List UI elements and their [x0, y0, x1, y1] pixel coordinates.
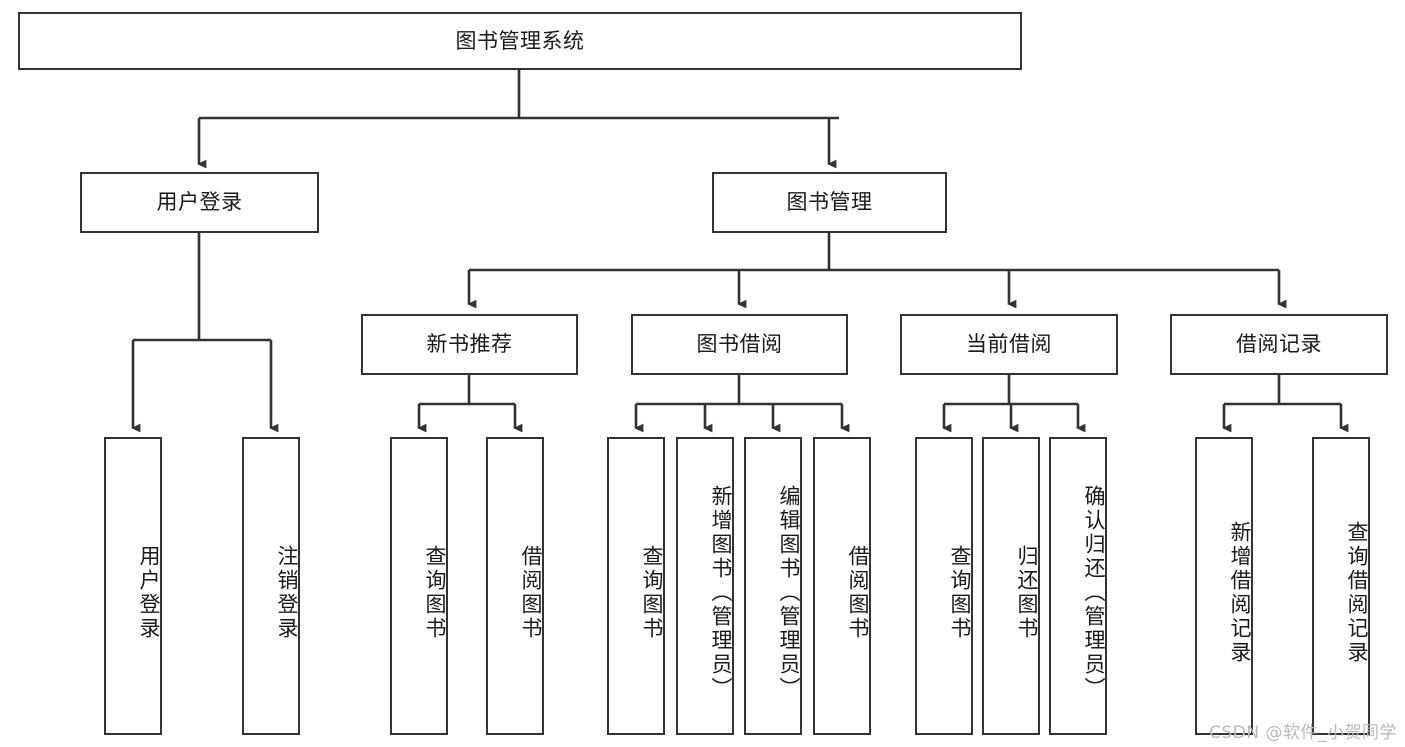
node-current-borrow-label: 当前借阅: [966, 332, 1052, 357]
node-user-login[interactable]: 用户登录: [80, 172, 319, 233]
node-new-book-rec-label: 新书推荐: [426, 332, 513, 357]
node-leaf-query-book-3[interactable]: 查询图书: [915, 437, 973, 735]
node-leaf-add-book-admin[interactable]: 新增图书（管理员）: [676, 437, 734, 735]
node-leaf-borrow-book-2-label: 借阅图书: [846, 545, 870, 641]
node-leaf-query-record-label: 查询借阅记录: [1345, 521, 1369, 665]
node-book-borrow[interactable]: 图书借阅: [631, 314, 848, 375]
node-leaf-borrow-book-2[interactable]: 借阅图书: [813, 437, 871, 735]
node-borrow-record-label: 借阅记录: [1236, 332, 1322, 357]
node-leaf-add-record-label: 新增借阅记录: [1228, 521, 1252, 665]
node-user-login-label: 用户登录: [156, 190, 243, 215]
node-leaf-confirm-return-admin-label: 确认归还（管理员）: [1082, 485, 1106, 701]
node-leaf-add-record[interactable]: 新增借阅记录: [1195, 437, 1253, 735]
node-book-manage[interactable]: 图书管理: [712, 172, 947, 233]
node-leaf-user-login-label: 用户登录: [137, 545, 161, 641]
node-leaf-query-book-2[interactable]: 查询图书: [607, 437, 665, 735]
node-leaf-query-record[interactable]: 查询借阅记录: [1312, 437, 1370, 735]
node-root-label: 图书管理系统: [455, 28, 585, 53]
node-leaf-query-book-1[interactable]: 查询图书: [390, 437, 448, 735]
node-leaf-user-login[interactable]: 用户登录: [104, 437, 162, 735]
node-book-manage-label: 图书管理: [786, 190, 873, 215]
node-leaf-logout[interactable]: 注销登录: [242, 437, 300, 735]
node-borrow-record[interactable]: 借阅记录: [1170, 314, 1388, 375]
node-leaf-edit-book-admin[interactable]: 编辑图书（管理员）: [744, 437, 802, 735]
node-book-borrow-label: 图书借阅: [696, 332, 783, 357]
node-leaf-borrow-book-1-label: 借阅图书: [519, 545, 543, 641]
node-new-book-rec[interactable]: 新书推荐: [361, 314, 578, 375]
node-leaf-borrow-book-1[interactable]: 借阅图书: [486, 437, 544, 735]
node-current-borrow[interactable]: 当前借阅: [900, 314, 1118, 375]
node-leaf-return-book-label: 归还图书: [1015, 545, 1039, 641]
node-leaf-logout-label: 注销登录: [275, 545, 299, 641]
node-leaf-query-book-2-label: 查询图书: [640, 545, 664, 641]
node-leaf-query-book-1-label: 查询图书: [423, 545, 447, 641]
node-leaf-query-book-3-label: 查询图书: [948, 545, 972, 641]
node-leaf-add-book-admin-label: 新增图书（管理员）: [709, 485, 733, 701]
node-root[interactable]: 图书管理系统: [18, 12, 1022, 70]
node-leaf-edit-book-admin-label: 编辑图书（管理员）: [777, 485, 801, 701]
node-leaf-return-book[interactable]: 归还图书: [982, 437, 1040, 735]
node-leaf-confirm-return-admin[interactable]: 确认归还（管理员）: [1049, 437, 1107, 735]
